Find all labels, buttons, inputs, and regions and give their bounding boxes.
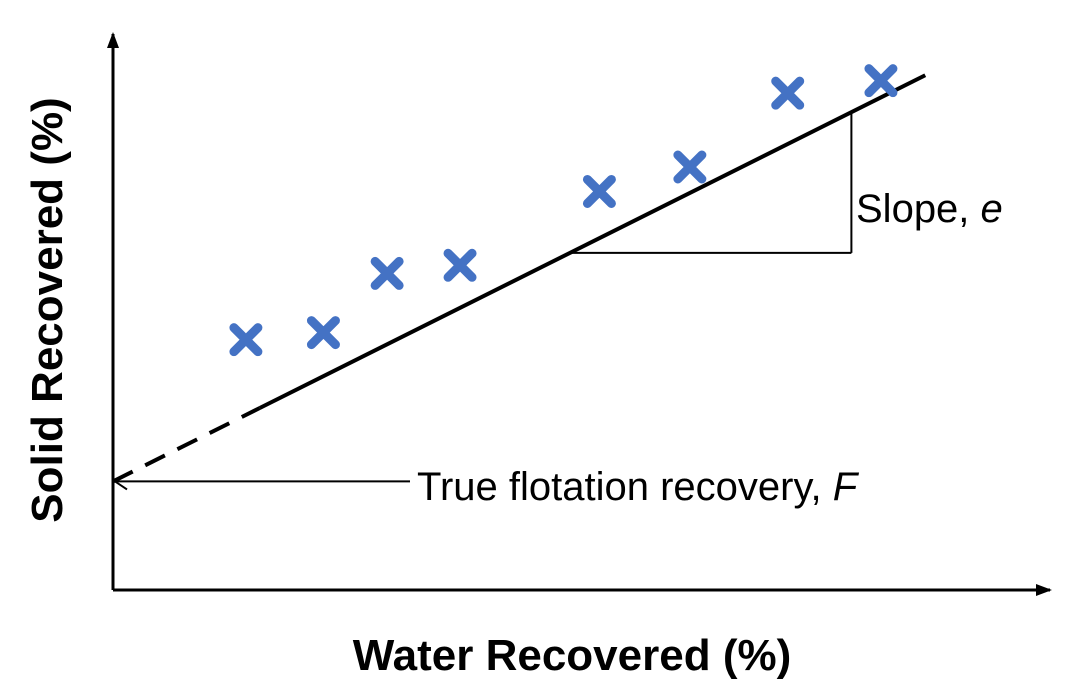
data-point-8	[864, 64, 898, 98]
x-axis-title: Water Recovered (%)	[353, 631, 792, 680]
y-axis-title: Solid Recovered (%)	[23, 97, 72, 522]
intercept-label: True flotation recovery, F	[417, 465, 860, 509]
data-point-3	[370, 256, 404, 290]
intercept-arrowhead	[113, 472, 128, 491]
data-point-5	[582, 174, 616, 208]
data-point-7	[771, 76, 805, 110]
data-point-6	[673, 150, 707, 184]
fit-line	[258, 73, 927, 410]
intercept-symbol: F	[833, 465, 860, 509]
data-points	[229, 64, 898, 357]
fit-line-extrapolated	[112, 406, 261, 484]
data-point-1	[229, 323, 263, 357]
slope-label: Slope, e	[856, 187, 1003, 231]
data-point-2	[306, 316, 340, 350]
data-point-4	[443, 248, 477, 282]
slope-symbol: e	[981, 187, 1003, 231]
